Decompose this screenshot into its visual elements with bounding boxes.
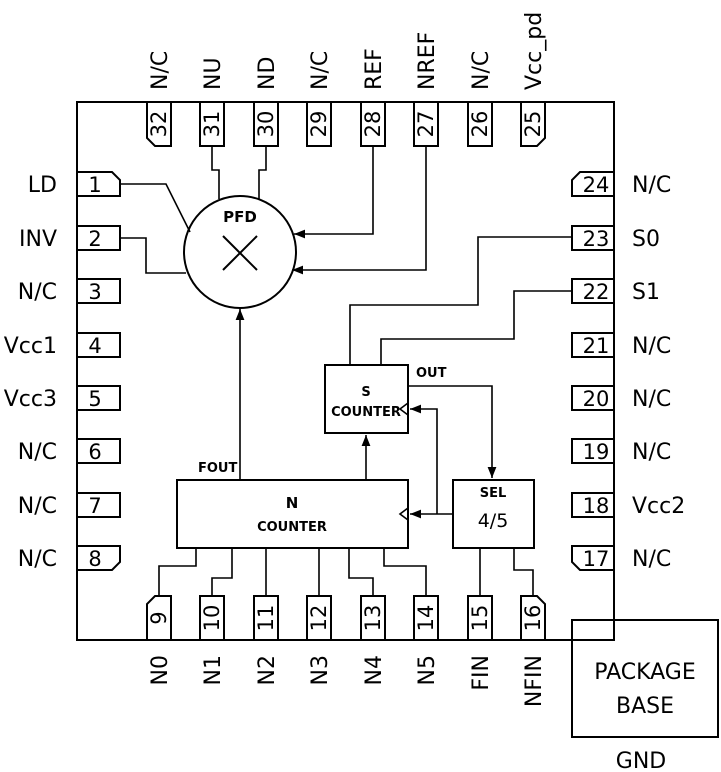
pin-29-number: 29 [307, 111, 331, 138]
pin-1-number: 1 [88, 173, 101, 197]
pin-21-number: 21 [583, 334, 610, 358]
out-label: OUT [416, 366, 447, 381]
pin-5-name: Vcc3 [4, 387, 57, 412]
pin-14-number: 14 [414, 605, 438, 632]
pin-22-number: 22 [583, 280, 610, 304]
pin-17-number: 17 [583, 547, 610, 571]
pin-4-number: 4 [88, 334, 101, 358]
pin-21-name: N/C [632, 334, 671, 359]
pin-25-name: Vcc_pd [522, 12, 547, 90]
pin-2-name: INV [19, 227, 57, 252]
s-counter-label-1: S [361, 385, 370, 400]
pin-32-name: N/C [148, 51, 173, 90]
pin-8-number: 8 [88, 547, 101, 571]
pin-31-name: NU [201, 57, 226, 90]
pin-24-name: N/C [632, 173, 671, 198]
pin-26-name: N/C [469, 51, 494, 90]
pin-7-name: N/C [18, 494, 57, 519]
pin-3-name: N/C [18, 280, 57, 305]
pin-32-number: 32 [147, 111, 171, 138]
pfd-block: PFD [183, 195, 297, 309]
pin-28-name: REF [362, 48, 387, 90]
s-counter-block: S COUNTER [324, 364, 409, 434]
gnd-label: GND [616, 749, 666, 772]
pin-10-name: N1 [201, 655, 226, 685]
prescaler-ratio-label: 4/5 [478, 510, 509, 532]
pin-10-number: 10 [200, 605, 224, 632]
top-pins: 32 31 30 29 28 27 26 25 N/C NU ND N/C RE… [146, 12, 547, 147]
pin-8-name: N/C [18, 547, 57, 572]
pin-16-name: NFIN [522, 655, 547, 707]
pin-6-number: 6 [88, 440, 101, 464]
pin-22-name: S1 [632, 280, 660, 305]
pin-28-number: 28 [361, 111, 385, 138]
pin-9-number: 9 [147, 611, 171, 624]
pin-23-name: S0 [632, 227, 660, 252]
pin-19-number: 19 [583, 440, 610, 464]
pin-12-number: 12 [307, 605, 331, 632]
pin-11-name: N2 [255, 655, 280, 685]
pin-9-name: N0 [148, 655, 173, 685]
pin-1-name: LD [28, 173, 57, 198]
pin-27-number: 27 [414, 111, 438, 138]
bottom-pins: 9 10 11 12 13 14 15 16 N0 N1 N2 N3 N4 N5… [146, 595, 547, 707]
pin-19-name: N/C [632, 440, 671, 465]
n-counter-block: N COUNTER [176, 479, 409, 549]
signal-wires [120, 146, 572, 596]
n-counter-label-1: N [286, 494, 299, 512]
fout-label: FOUT [198, 461, 237, 476]
pin-14-name: N5 [415, 655, 440, 685]
ic-package-outline [76, 101, 615, 641]
pin-3-number: 3 [88, 280, 101, 304]
pin-20-name: N/C [632, 387, 671, 412]
pin-29-name: N/C [308, 51, 333, 90]
right-pins: 24 23 22 21 20 19 18 17 N/C S0 S1 N/C N/… [571, 171, 685, 572]
pin-31-number: 31 [200, 111, 224, 138]
pin-17-name: N/C [632, 547, 671, 572]
sel-label: SEL [480, 486, 507, 501]
package-base-box [571, 619, 719, 738]
pin-16-number: 16 [521, 605, 545, 632]
pin-23-number: 23 [583, 227, 610, 251]
pin-30-number: 30 [254, 111, 278, 138]
pin-15-name: FIN [469, 655, 494, 691]
pin-2-number: 2 [88, 227, 101, 251]
pin-24-number: 24 [583, 173, 610, 197]
pin-4-name: Vcc1 [4, 334, 57, 359]
pin-6-name: N/C [18, 440, 57, 465]
pfd-label: PFD [223, 208, 257, 226]
pin-25-number: 25 [521, 111, 545, 138]
pin-26-number: 26 [468, 111, 492, 138]
pin-11-number: 11 [254, 605, 278, 632]
n-counter-label-2: COUNTER [257, 520, 327, 535]
pin-15-number: 15 [468, 605, 492, 632]
pin-13-number: 13 [361, 605, 385, 632]
package-base-label-line2: BASE [616, 694, 674, 719]
prescaler-block: SEL 4/5 [452, 479, 535, 549]
left-pins: 1 2 3 4 5 6 7 8 LD INV N/C Vcc1 Vcc3 N/C… [4, 171, 121, 572]
s-counter-label-2: COUNTER [331, 405, 401, 420]
pin-13-name: N4 [362, 655, 387, 685]
pin-12-name: N3 [308, 655, 333, 685]
pin-18-name: Vcc2 [632, 494, 685, 519]
pin-7-number: 7 [88, 494, 101, 518]
pin-18-number: 18 [583, 494, 610, 518]
pin-30-name: ND [255, 57, 280, 90]
pin-27-name: NREF [415, 32, 440, 90]
pin-5-number: 5 [88, 387, 101, 411]
package-base-label-line1: PACKAGE [594, 660, 696, 685]
pin-20-number: 20 [583, 387, 610, 411]
